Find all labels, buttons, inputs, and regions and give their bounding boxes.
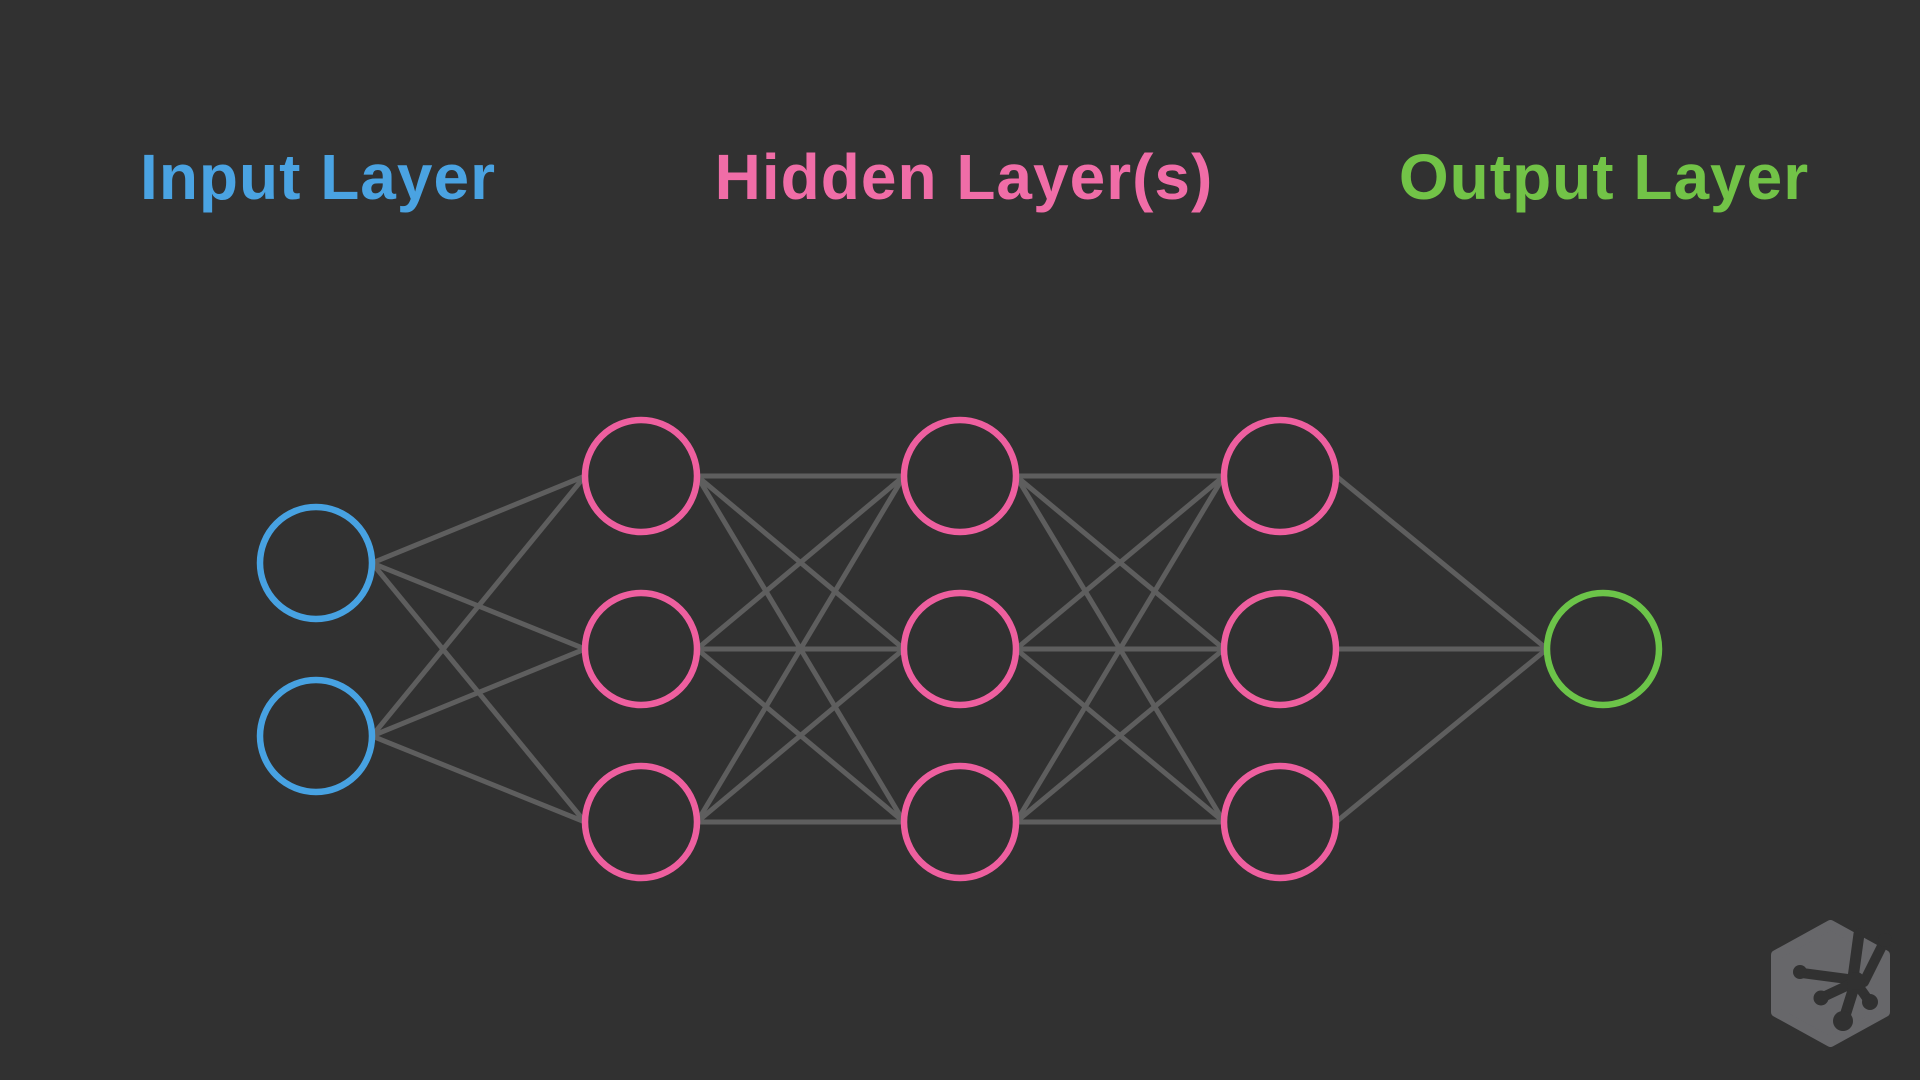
edge-hidden-layer-3-to-output-layer <box>1334 647 1549 824</box>
edge-hidden-layer-1-to-hidden-layer-2 <box>695 474 906 651</box>
edge-hidden-layer-2-to-hidden-layer-3 <box>1014 474 1226 651</box>
output-layer-node-1 <box>1543 589 1663 709</box>
hidden-layer-1-node-2 <box>581 589 701 709</box>
input-layer-label: Input Layer <box>140 141 496 213</box>
edge-input-layer-to-hidden-layer-1 <box>371 473 586 566</box>
edge-hidden-layer-1-to-hidden-layer-2 <box>694 474 907 824</box>
edge-hidden-layer-3-to-output-layer <box>1334 474 1549 651</box>
input-layer-node-2 <box>256 676 376 796</box>
edge-input-layer-to-hidden-layer-1 <box>371 646 586 739</box>
hidden-layer-2-node-1 <box>900 416 1020 536</box>
hidden-layer-2-node-3 <box>900 762 1020 882</box>
hidden-layer-1-node-3 <box>581 762 701 882</box>
output-layer-label: Output Layer <box>1398 141 1810 213</box>
hidden-layer-3-node-2 <box>1220 589 1340 709</box>
treehouse-logo-icon <box>1771 920 1892 1047</box>
edge-hidden-layer-1-to-hidden-layer-2 <box>695 647 906 824</box>
edge-input-layer-to-hidden-layer-1 <box>370 474 587 738</box>
input-layer-node-1 <box>256 503 376 623</box>
edges-group <box>370 473 1549 825</box>
edge-input-layer-to-hidden-layer-1 <box>371 733 586 825</box>
edge-hidden-layer-2-to-hidden-layer-3 <box>1014 647 1226 824</box>
hidden-layer-label: Hidden Layer(s) <box>714 141 1214 213</box>
hidden-layer-2-node-2 <box>900 589 1020 709</box>
nodes-group <box>256 416 1663 882</box>
hidden-layer-3-node-3 <box>1220 762 1340 882</box>
hidden-layer-1-node-1 <box>581 416 701 536</box>
hidden-layer-3-node-1 <box>1220 416 1340 536</box>
edge-hidden-layer-2-to-hidden-layer-3 <box>1013 474 1227 824</box>
